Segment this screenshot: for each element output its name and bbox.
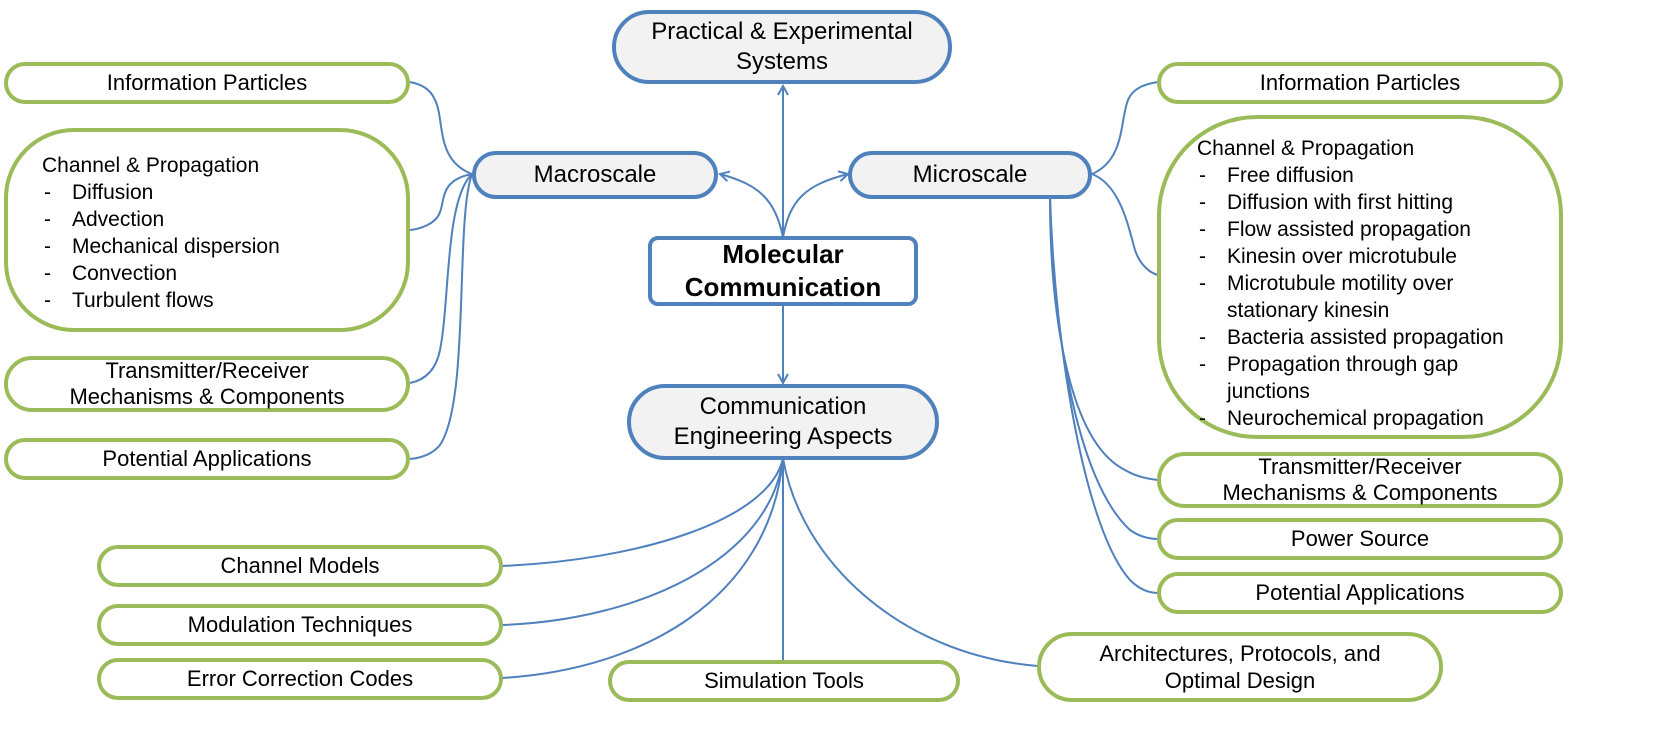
macro-channel-item: Convection [42, 260, 280, 287]
macro-txrx-node[interactable]: Transmitter/Receiver Mechanisms & Compon… [4, 356, 410, 412]
edge-micro-apps [1049, 196, 1159, 594]
micro-info-particles-label: Information Particles [1259, 70, 1461, 95]
micro-power-source-label: Power Source [1290, 526, 1430, 551]
edge-micro-info [1091, 81, 1159, 175]
edge-eng-modulation [501, 457, 784, 626]
architectures-node[interactable]: Architectures, Protocols, and Optimal De… [1037, 632, 1443, 702]
macro-channel-node[interactable]: Channel & Propagation Diffusion Advectio… [4, 128, 410, 332]
micro-channel-list: Free diffusion Diffusion with first hitt… [1197, 162, 1504, 432]
macroscale-node[interactable]: Macroscale [472, 151, 718, 199]
edge-center-microscale [782, 174, 848, 238]
micro-channel-item: Neurochemical propagation [1197, 405, 1504, 432]
macro-channel-title: Channel & Propagation [42, 154, 260, 177]
edge-macro-txrx [409, 173, 473, 384]
edge-center-macroscale [720, 174, 784, 238]
micro-power-source-node[interactable]: Power Source [1157, 518, 1563, 560]
edge-eng-arch [782, 457, 1039, 667]
macro-channel-item: Diffusion [42, 179, 280, 206]
micro-channel-node[interactable]: Channel & Propagation Free diffusion Dif… [1157, 115, 1563, 439]
simulation-tools-node[interactable]: Simulation Tools [608, 660, 960, 702]
micro-applications-node[interactable]: Potential Applications [1157, 572, 1563, 614]
micro-txrx-line2: Mechanisms & Components [1222, 480, 1498, 505]
practical-line1: Practical & Experimental [651, 18, 913, 45]
macro-info-particles-node[interactable]: Information Particles [4, 62, 410, 104]
micro-channel-item: Flow assisted propagation [1197, 216, 1504, 243]
edge-micro-txrx [1049, 196, 1159, 481]
comm-engineering-node[interactable]: Communication Engineering Aspects [627, 384, 939, 460]
macroscale-label: Macroscale [533, 161, 657, 188]
macro-channel-item: Turbulent flows [42, 287, 280, 314]
edge-macro-info [409, 81, 473, 175]
micro-txrx-line1: Transmitter/Receiver [1258, 454, 1462, 479]
macro-channel-item: Advection [42, 206, 280, 233]
micro-info-particles-node[interactable]: Information Particles [1157, 62, 1563, 104]
macro-txrx-line2: Mechanisms & Components [69, 384, 345, 409]
micro-applications-label: Potential Applications [1255, 580, 1465, 605]
error-correction-node[interactable]: Error Correction Codes [97, 658, 503, 700]
macro-applications-node[interactable]: Potential Applications [4, 438, 410, 480]
center-node[interactable]: Molecular Communication [648, 236, 918, 306]
micro-channel-item: Diffusion with first hitting [1197, 189, 1504, 216]
center-line2: Communication [684, 272, 882, 302]
edge-eng-error [501, 457, 784, 679]
edge-macro-apps [409, 173, 473, 460]
macro-info-particles-label: Information Particles [106, 70, 308, 95]
macro-channel-item: Mechanical dispersion [42, 233, 280, 260]
macro-txrx-line1: Transmitter/Receiver [105, 358, 309, 383]
macro-applications-label: Potential Applications [102, 446, 312, 471]
edge-micro-channel [1091, 173, 1159, 276]
micro-channel-item: Bacteria assisted propagation [1197, 324, 1504, 351]
edge-eng-channel-models [501, 457, 784, 567]
channel-models-node[interactable]: Channel Models [97, 545, 503, 587]
architectures-line2: Optimal Design [1164, 668, 1316, 693]
modulation-techniques-node[interactable]: Modulation Techniques [97, 604, 503, 646]
practical-line2: Systems [735, 48, 828, 75]
center-line1: Molecular [722, 239, 844, 269]
micro-channel-item: Kinesin over microtubule [1197, 243, 1504, 270]
microscale-node[interactable]: Microscale [848, 151, 1092, 199]
practical-systems-node[interactable]: Practical & Experimental Systems [612, 10, 952, 84]
edge-macro-channel [409, 173, 473, 231]
modulation-techniques-label: Modulation Techniques [187, 612, 413, 637]
edge-micro-power [1049, 196, 1159, 540]
microscale-label: Microscale [912, 161, 1028, 188]
micro-txrx-node[interactable]: Transmitter/Receiver Mechanisms & Compon… [1157, 452, 1563, 508]
comm-eng-line1: Communication [699, 393, 867, 420]
micro-channel-item: Free diffusion [1197, 162, 1504, 189]
micro-channel-title: Channel & Propagation [1197, 137, 1415, 160]
macro-channel-list: Diffusion Advection Mechanical dispersio… [42, 179, 280, 314]
comm-eng-line2: Engineering Aspects [673, 423, 893, 450]
architectures-line1: Architectures, Protocols, and [1099, 641, 1381, 666]
simulation-tools-label: Simulation Tools [704, 668, 864, 693]
channel-models-label: Channel Models [220, 553, 380, 578]
error-correction-label: Error Correction Codes [186, 666, 414, 691]
